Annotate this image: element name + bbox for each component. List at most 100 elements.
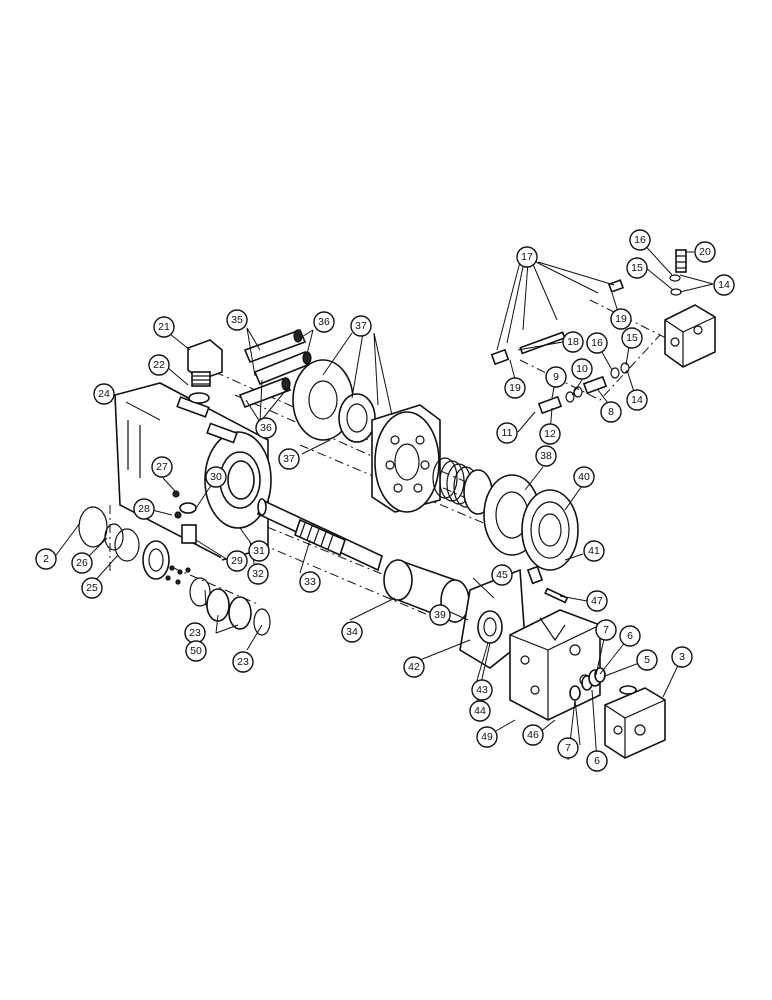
svg-text:43: 43 [476, 684, 488, 696]
callout-47: 47 [586, 590, 608, 612]
callout-7: 7 [595, 619, 617, 641]
callout-24: 24 [93, 383, 115, 405]
svg-text:11: 11 [502, 427, 513, 439]
callout-33: 33 [299, 571, 321, 593]
svg-text:37: 37 [283, 453, 295, 465]
svg-text:34: 34 [346, 626, 358, 638]
callout-32: 32 [247, 563, 269, 585]
callout-14: 14 [713, 274, 735, 296]
callout-20: 20 [694, 241, 716, 263]
svg-text:49: 49 [481, 731, 493, 743]
svg-text:17: 17 [521, 251, 533, 263]
svg-text:29: 29 [231, 555, 243, 567]
svg-text:19: 19 [615, 313, 627, 325]
svg-text:18: 18 [567, 336, 579, 348]
svg-text:2: 2 [43, 553, 49, 565]
svg-text:23: 23 [189, 627, 201, 639]
svg-text:44: 44 [474, 705, 486, 717]
callout-2: 2 [35, 548, 57, 570]
svg-text:14: 14 [718, 279, 730, 291]
callout-49: 49 [476, 726, 498, 748]
valve-spools [238, 328, 312, 409]
svg-text:42: 42 [408, 661, 420, 673]
callout-15: 15 [626, 257, 648, 279]
callout-31: 31 [248, 540, 270, 562]
callout-26: 26 [71, 552, 93, 574]
seals-and-rings [78, 490, 271, 636]
callout-46: 46 [522, 724, 544, 746]
callout-22: 22 [148, 354, 170, 376]
callout-41: 41 [583, 540, 605, 562]
svg-text:41: 41 [588, 545, 600, 557]
callout-21: 21 [153, 316, 175, 338]
svg-text:14: 14 [631, 394, 643, 406]
callout-44: 44 [469, 700, 491, 722]
svg-text:16: 16 [634, 234, 646, 246]
svg-text:33: 33 [304, 576, 316, 588]
port-plate [292, 359, 376, 443]
callout-29: 29 [226, 550, 248, 572]
svg-text:16: 16 [591, 337, 603, 349]
callout-27: 27 [151, 456, 173, 478]
callout-16: 16 [586, 332, 608, 354]
callout-43: 43 [471, 679, 493, 701]
svg-text:35: 35 [231, 314, 243, 326]
svg-text:46: 46 [527, 729, 539, 741]
callout-18: 18 [562, 331, 584, 353]
callout-12: 12 [539, 423, 561, 445]
svg-text:12: 12 [544, 428, 556, 440]
svg-text:31: 31 [253, 545, 265, 557]
cylinder-block [371, 404, 441, 513]
callout-45: 45 [491, 564, 513, 586]
valve-block-lower [604, 685, 666, 759]
svg-text:19: 19 [509, 382, 521, 394]
small-fittings [490, 274, 682, 701]
callout-5: 5 [636, 649, 658, 671]
svg-text:22: 22 [153, 359, 165, 371]
callout-37: 37 [350, 315, 372, 337]
callout-50: 50 [185, 640, 207, 662]
callout-10: 10 [571, 358, 593, 380]
callout-38: 38 [535, 445, 557, 467]
bearing [521, 489, 579, 571]
callout-7: 7 [557, 737, 579, 759]
svg-text:20: 20 [699, 246, 711, 258]
svg-text:5: 5 [644, 654, 650, 666]
svg-text:40: 40 [578, 471, 590, 483]
callout-6: 6 [586, 750, 608, 772]
svg-text:30: 30 [210, 471, 222, 483]
callout-28: 28 [133, 498, 155, 520]
callout-16: 16 [629, 229, 651, 251]
svg-text:8: 8 [608, 406, 614, 418]
callout-17: 17 [516, 246, 538, 268]
svg-text:24: 24 [98, 388, 110, 400]
callout-19: 19 [504, 377, 526, 399]
svg-text:37: 37 [355, 320, 367, 332]
callout-9: 9 [545, 366, 567, 388]
svg-text:45: 45 [496, 569, 508, 581]
svg-text:27: 27 [156, 461, 168, 473]
rear-cover [383, 558, 470, 624]
callout-23: 23 [232, 651, 254, 673]
callout-8: 8 [600, 401, 622, 423]
callout-39: 39 [429, 604, 451, 626]
callout-6: 6 [619, 625, 641, 647]
svg-text:6: 6 [594, 755, 600, 767]
callout-15: 15 [621, 327, 643, 349]
elbow-fitting [187, 339, 223, 404]
valve-block-upper [664, 249, 716, 368]
svg-text:25: 25 [86, 582, 98, 594]
callout-3: 3 [671, 646, 693, 668]
svg-text:9: 9 [553, 371, 559, 383]
svg-text:7: 7 [565, 742, 571, 754]
svg-text:36: 36 [260, 422, 272, 434]
callout-35: 35 [226, 309, 248, 331]
svg-text:47: 47 [591, 595, 603, 607]
svg-text:50: 50 [190, 645, 202, 657]
callout-14: 14 [626, 389, 648, 411]
svg-text:10: 10 [576, 363, 588, 375]
callout-labels: 2 3 5 6 6 7 7 8 9 10 11 12 14 14 15 15 1… [35, 229, 735, 772]
callout-42: 42 [403, 656, 425, 678]
callout-36: 36 [255, 417, 277, 439]
